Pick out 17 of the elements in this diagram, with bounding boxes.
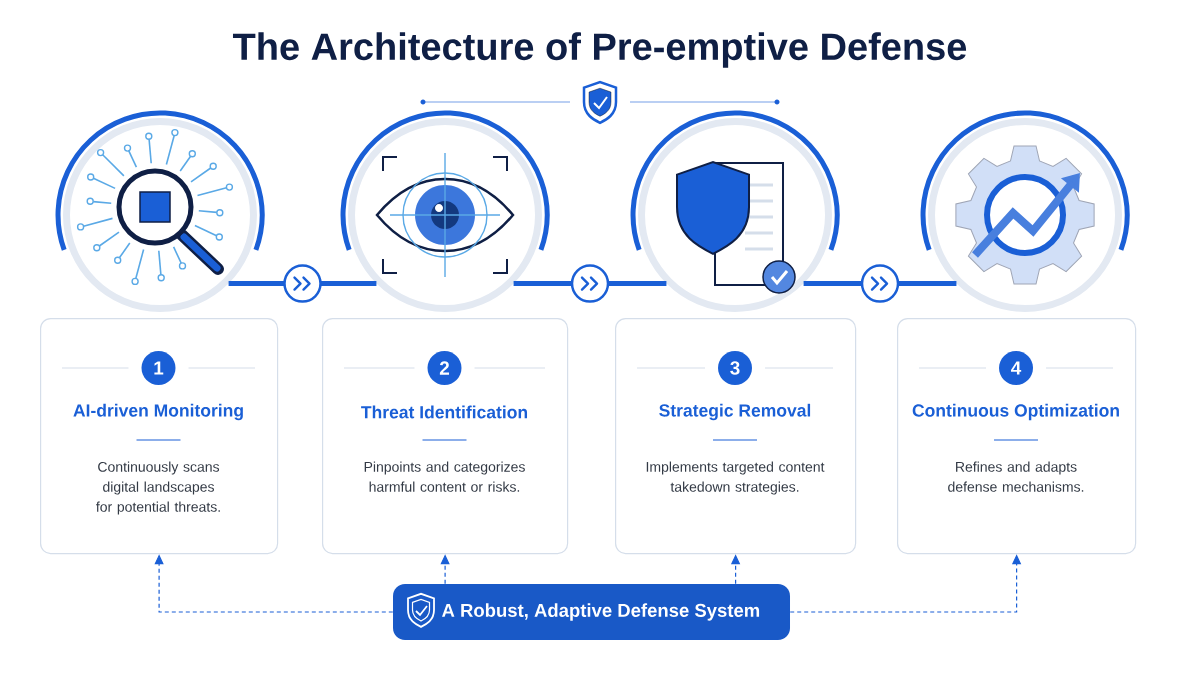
chevron-connector	[513, 264, 667, 303]
step-title: Strategic Removal	[659, 403, 811, 421]
step-description: Pinpoints and categorizes harmful content or risks.	[364, 461, 525, 492]
step-title: Continuous Optimization	[912, 403, 1119, 421]
step-title: AI-driven Monitoring	[73, 403, 243, 421]
banner: A Robust, Adaptive Defense System	[393, 584, 790, 640]
step-description: Refines and adapts defense mechanisms.	[948, 461, 1084, 492]
step-number: 4	[999, 351, 1033, 385]
step-title: Threat Identification	[361, 405, 527, 419]
chevron-connector	[228, 264, 377, 303]
chevron-connector	[803, 264, 957, 303]
title: The Architecture of Pre-emptive Defense	[233, 32, 967, 68]
step-number: 1	[141, 351, 176, 385]
step-number: 3	[718, 351, 752, 385]
step-number: 2	[427, 351, 462, 385]
step-description: Continuously scans digital landscapes for potential threats.	[96, 461, 220, 515]
step-description: Implements targeted content takedown strategies.	[646, 461, 825, 495]
